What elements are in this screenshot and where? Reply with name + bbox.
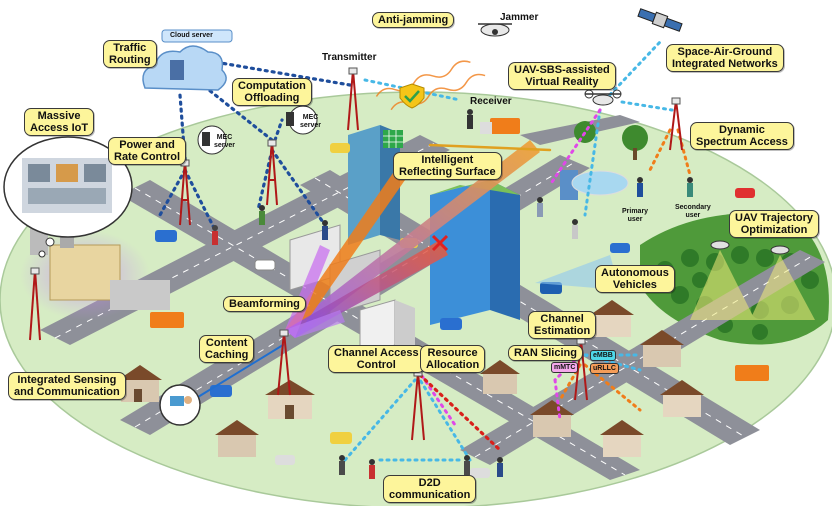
jamming-wave: [375, 60, 471, 97]
cloud-server-text: Cloud server: [170, 32, 213, 39]
blocked-link-x: [431, 234, 449, 252]
base-station-towers: [29, 67, 683, 441]
mmtc-tag: mMTC: [551, 362, 579, 373]
caching-user-bubble: [159, 384, 201, 426]
houses: [118, 300, 704, 457]
iot-bubble: [3, 136, 133, 258]
d2d-label: D2D communication: [383, 475, 477, 503]
mec-server-icon: [197, 105, 318, 155]
traffic-routing-label: Traffic Routing: [103, 40, 157, 68]
embb-tag: eMBB: [590, 350, 616, 361]
uav-trajectory-label: UAV Trajectory Optimization: [729, 210, 820, 238]
content-caching-label: Content Caching: [199, 335, 255, 363]
autonomous-vehicles-label: Autonomous Vehicles: [595, 265, 675, 293]
mec-server-text-2: MEC server: [300, 114, 322, 129]
urllc-tag: uRLLC: [590, 363, 619, 374]
anti-jamming-label: Anti-jamming: [372, 12, 455, 28]
channel-access-control-label: Channel Access Control: [328, 345, 425, 373]
cloud-server-tag: [161, 29, 233, 43]
primary-user-text: Primary user: [622, 208, 649, 223]
channel-estimation-label: Channel Estimation: [528, 311, 597, 339]
uav-sbs-drone-icon: [584, 89, 622, 106]
jammer-drone-icon: [478, 23, 512, 37]
beams: [285, 140, 540, 338]
irs-label: Intelligent Reflecting Surface: [393, 152, 502, 180]
transmitter-text: Transmitter: [322, 52, 377, 63]
mec-server-text-1: MEC server: [214, 134, 236, 149]
computation-offloading-label: Computation Offloading: [232, 78, 312, 106]
isac-label: Integrated Sensing and Communication: [8, 372, 126, 400]
forest-uav-icons: [710, 240, 790, 255]
uav-sbs-vr-label: UAV-SBS-assisted Virtual Reality: [508, 62, 616, 90]
shield-icon: [399, 83, 425, 109]
cloud-icon: [142, 45, 227, 91]
uav-coverage-cones: [690, 250, 815, 320]
vehicles: [150, 118, 769, 478]
iot-factory: [20, 225, 170, 320]
satellite-icon: [637, 8, 683, 32]
massive-access-iot-label: Massive Access IoT: [24, 108, 95, 136]
dynamic-spectrum-access-label: Dynamic Spectrum Access: [690, 122, 794, 150]
resource-allocation-label: Resource Allocation: [420, 345, 486, 373]
receiver-text: Receiver: [470, 96, 512, 107]
ran-slicing-label: RAN Slicing: [508, 345, 583, 361]
people: [212, 109, 693, 479]
beamforming-label: Beamforming: [223, 296, 306, 312]
secondary-user-text: Secondary user: [675, 204, 711, 219]
sagin-label: Space-Air-Ground Integrated Networks: [666, 44, 784, 72]
power-rate-control-label: Power and Rate Control: [108, 137, 186, 165]
jammer-text: Jammer: [500, 12, 539, 23]
